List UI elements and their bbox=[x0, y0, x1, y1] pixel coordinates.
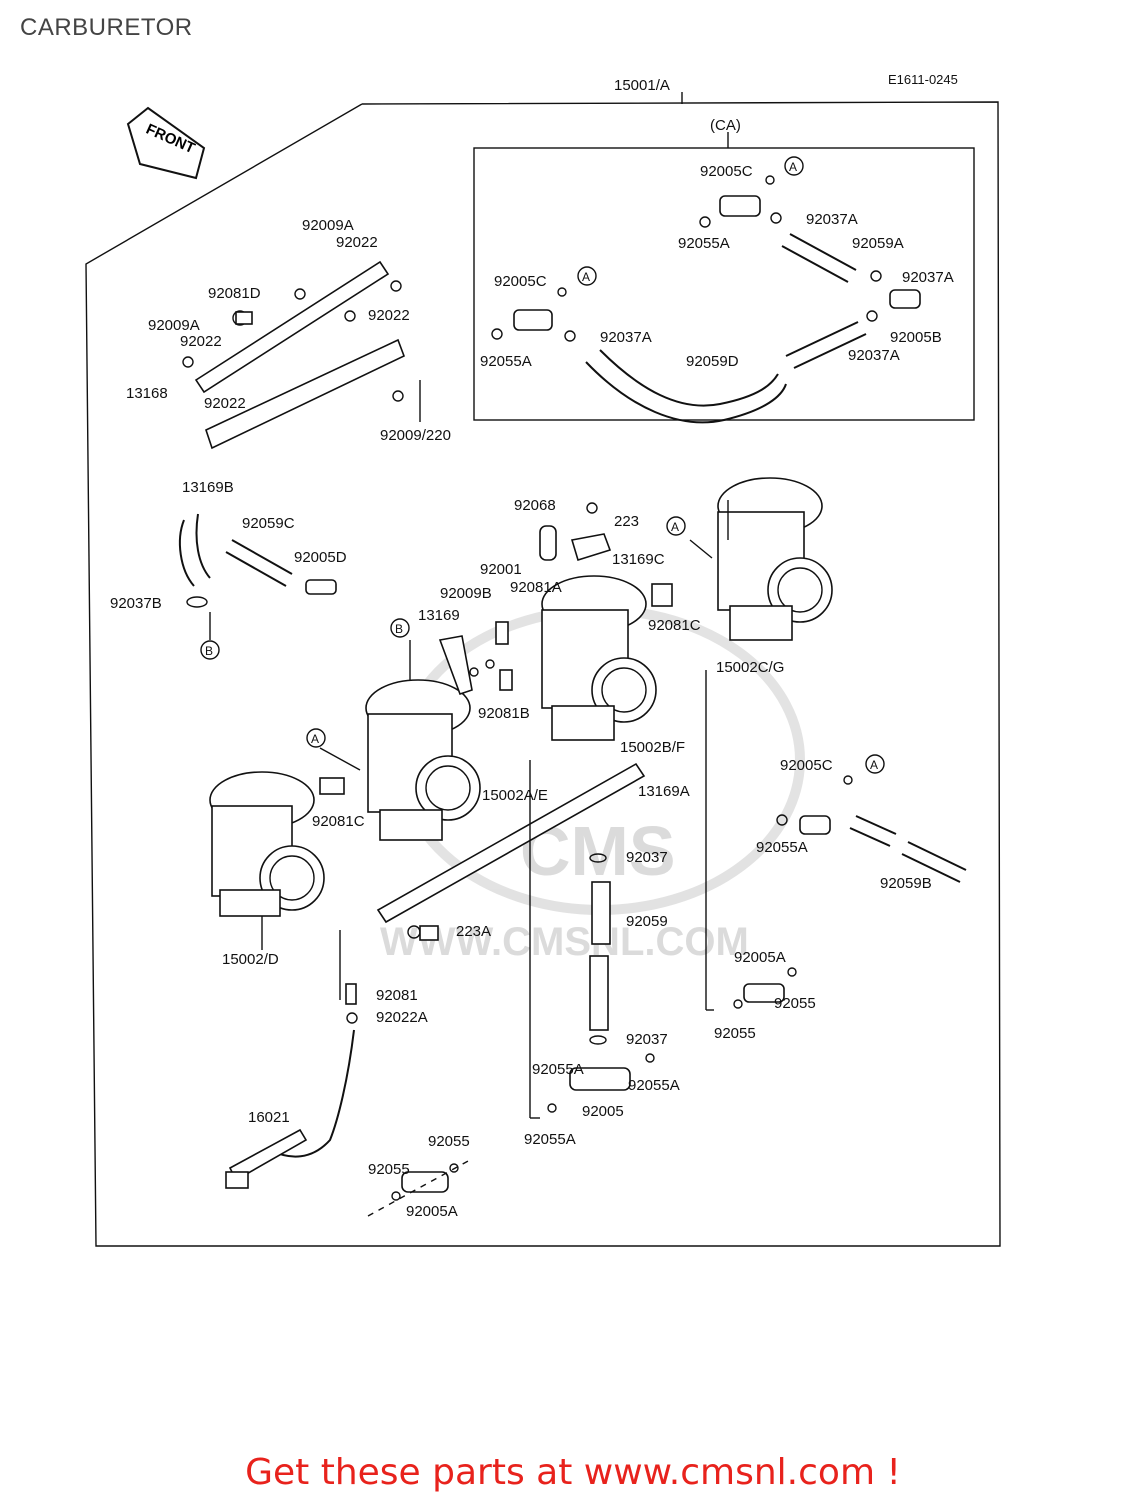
label-92037-1: 92037 bbox=[626, 849, 668, 866]
label-92009B: 92009B bbox=[440, 585, 492, 602]
label-92055A-6: 92055A bbox=[524, 1131, 576, 1148]
label-92059C: 92059C bbox=[242, 515, 295, 532]
page-title: CARBURETOR bbox=[20, 14, 193, 41]
label-92005B: 92005B bbox=[890, 329, 942, 346]
carburetor-15002CG bbox=[717, 477, 833, 641]
label-CA: (CA) bbox=[710, 117, 741, 134]
front-arrow-label: FRONT bbox=[143, 121, 197, 158]
label-92055-1: 92055 bbox=[774, 995, 816, 1012]
reference-lines bbox=[319, 500, 729, 1119]
label-92009-220: 92009/220 bbox=[380, 427, 451, 444]
label-92081C-2: 92081C bbox=[312, 813, 365, 830]
carburetor-15002BF bbox=[541, 575, 657, 741]
label-92009A-1: 92009A bbox=[302, 217, 354, 234]
label-92055A-2: 92055A bbox=[480, 353, 532, 370]
label-92059: 92059 bbox=[626, 913, 668, 930]
label-13169A: 13169A bbox=[638, 783, 690, 800]
label-92022A: 92022A bbox=[376, 1009, 428, 1026]
hose-92059C bbox=[178, 513, 337, 640]
label-92081D: 92081D bbox=[208, 285, 261, 302]
label-92022-1: 92022 bbox=[336, 234, 378, 251]
label-92059A: 92059A bbox=[852, 235, 904, 252]
label-92022-2: 92022 bbox=[368, 307, 410, 324]
label-92055A-1: 92055A bbox=[678, 235, 730, 252]
label-92081: 92081 bbox=[376, 987, 418, 1004]
label-92005C-1: 92005C bbox=[700, 163, 753, 180]
label-15002AE: 15002A/E bbox=[482, 787, 548, 804]
diagram-code: E1611-0245 bbox=[888, 72, 958, 87]
callout-a-2: A bbox=[582, 270, 590, 284]
label-223: 223 bbox=[614, 513, 639, 530]
label-15002BF: 15002B/F bbox=[620, 739, 685, 756]
label-15002CG: 15002C/G bbox=[716, 659, 784, 676]
bracket-13169B bbox=[182, 260, 421, 450]
callout-b-2: B bbox=[205, 644, 213, 658]
callout-a-5: A bbox=[870, 758, 878, 772]
label-92037A-1: 92037A bbox=[806, 211, 858, 228]
label-92055A-5: 92055A bbox=[628, 1077, 680, 1094]
label-92005: 92005 bbox=[582, 1103, 624, 1120]
label-92037A-4: 92037A bbox=[848, 347, 900, 364]
promo-link[interactable]: Get these parts at www.cmsnl.com ! bbox=[245, 1452, 901, 1493]
label-92037A-3: 92037A bbox=[600, 329, 652, 346]
label-92005D: 92005D bbox=[294, 549, 347, 566]
watermark-url: WWW.CMSNL.COM bbox=[380, 920, 749, 964]
label-92037B: 92037B bbox=[110, 595, 162, 612]
label-13169B: 13169B bbox=[182, 479, 234, 496]
label-92068: 92068 bbox=[514, 497, 556, 514]
choke-cable-16021 bbox=[225, 1012, 358, 1189]
label-92059D: 92059D bbox=[686, 353, 739, 370]
label-92081A: 92081A bbox=[510, 579, 562, 596]
label-92055-3: 92055 bbox=[428, 1133, 470, 1150]
label-16021: 16021 bbox=[248, 1109, 290, 1126]
label-13168: 13168 bbox=[126, 385, 168, 402]
label-92055A-3: 92055A bbox=[756, 839, 808, 856]
carburetor-15002D bbox=[209, 771, 325, 950]
label-13169: 13169 bbox=[418, 607, 460, 624]
throttle-parts bbox=[438, 502, 612, 696]
label-92005A-2: 92005A bbox=[406, 1203, 458, 1220]
hose-92059B bbox=[776, 775, 967, 883]
label-92037A-2: 92037A bbox=[902, 269, 954, 286]
label-92001: 92001 bbox=[480, 561, 522, 578]
label-92055-4: 92055 bbox=[368, 1161, 410, 1178]
label-92055A-4: 92055A bbox=[532, 1061, 584, 1078]
label-92005C-2: 92005C bbox=[494, 273, 547, 290]
label-92022-3: 92022 bbox=[180, 333, 222, 350]
label-15002D: 15002/D bbox=[222, 951, 279, 968]
assembly-boundary bbox=[85, 101, 1001, 1247]
label-223A: 223A bbox=[456, 923, 491, 940]
callout-a-4: A bbox=[311, 732, 319, 746]
carburetor-exploded-diagram: CMS WWW.CMSNL.COM E1611-0245 FRONT bbox=[85, 72, 1001, 1247]
label-92081C-1: 92081C bbox=[648, 617, 701, 634]
label-92055-2: 92055 bbox=[714, 1025, 756, 1042]
label-92059B: 92059B bbox=[880, 875, 932, 892]
callout-b-1: B bbox=[395, 622, 403, 636]
linkage-13169A bbox=[376, 762, 646, 941]
label-92081B: 92081B bbox=[478, 705, 530, 722]
label-92009A-2: 92009A bbox=[148, 317, 200, 334]
hose-92059 bbox=[547, 853, 797, 1113]
fitting-92005A-bottom bbox=[367, 1159, 471, 1217]
front-arrow: FRONT bbox=[126, 106, 206, 180]
label-92037-2: 92037 bbox=[626, 1031, 668, 1048]
callout-a-1: A bbox=[789, 160, 797, 174]
part-labels: 15001/A (CA) 92005C 92037A 92055A 92059A… bbox=[110, 77, 954, 1220]
label-92005A-1: 92005A bbox=[734, 949, 786, 966]
ca-hoses bbox=[491, 175, 921, 424]
ca-subassembly-box bbox=[473, 147, 975, 421]
carburetor-15002AE bbox=[365, 679, 481, 841]
label-15001A: 15001/A bbox=[614, 77, 670, 94]
callout-a-3: A bbox=[671, 520, 679, 534]
springs bbox=[235, 311, 673, 1005]
callouts: A A A A A B B bbox=[200, 156, 885, 774]
label-13169C: 13169C bbox=[612, 551, 665, 568]
label-92022-4: 92022 bbox=[204, 395, 246, 412]
promo-banner: Get these parts at www.cmsnl.com ! bbox=[0, 1452, 1146, 1493]
label-92005C-3: 92005C bbox=[780, 757, 833, 774]
